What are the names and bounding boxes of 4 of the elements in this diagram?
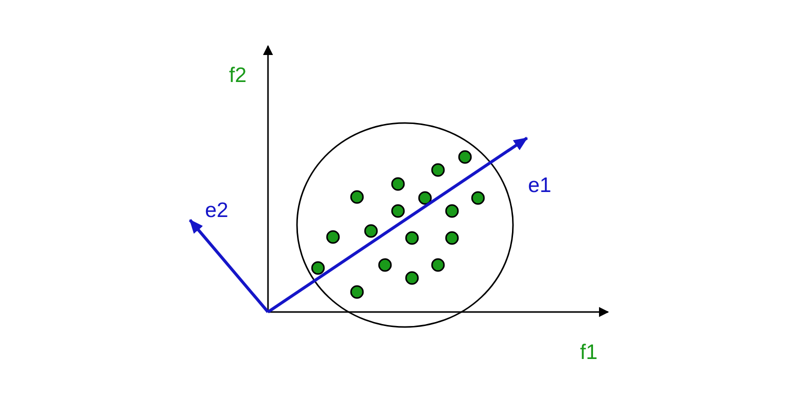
- vector-label: e2: [205, 200, 228, 221]
- axis-label: f2: [229, 65, 247, 86]
- axis-label: f1: [580, 342, 598, 363]
- vector-label: e1: [528, 175, 552, 196]
